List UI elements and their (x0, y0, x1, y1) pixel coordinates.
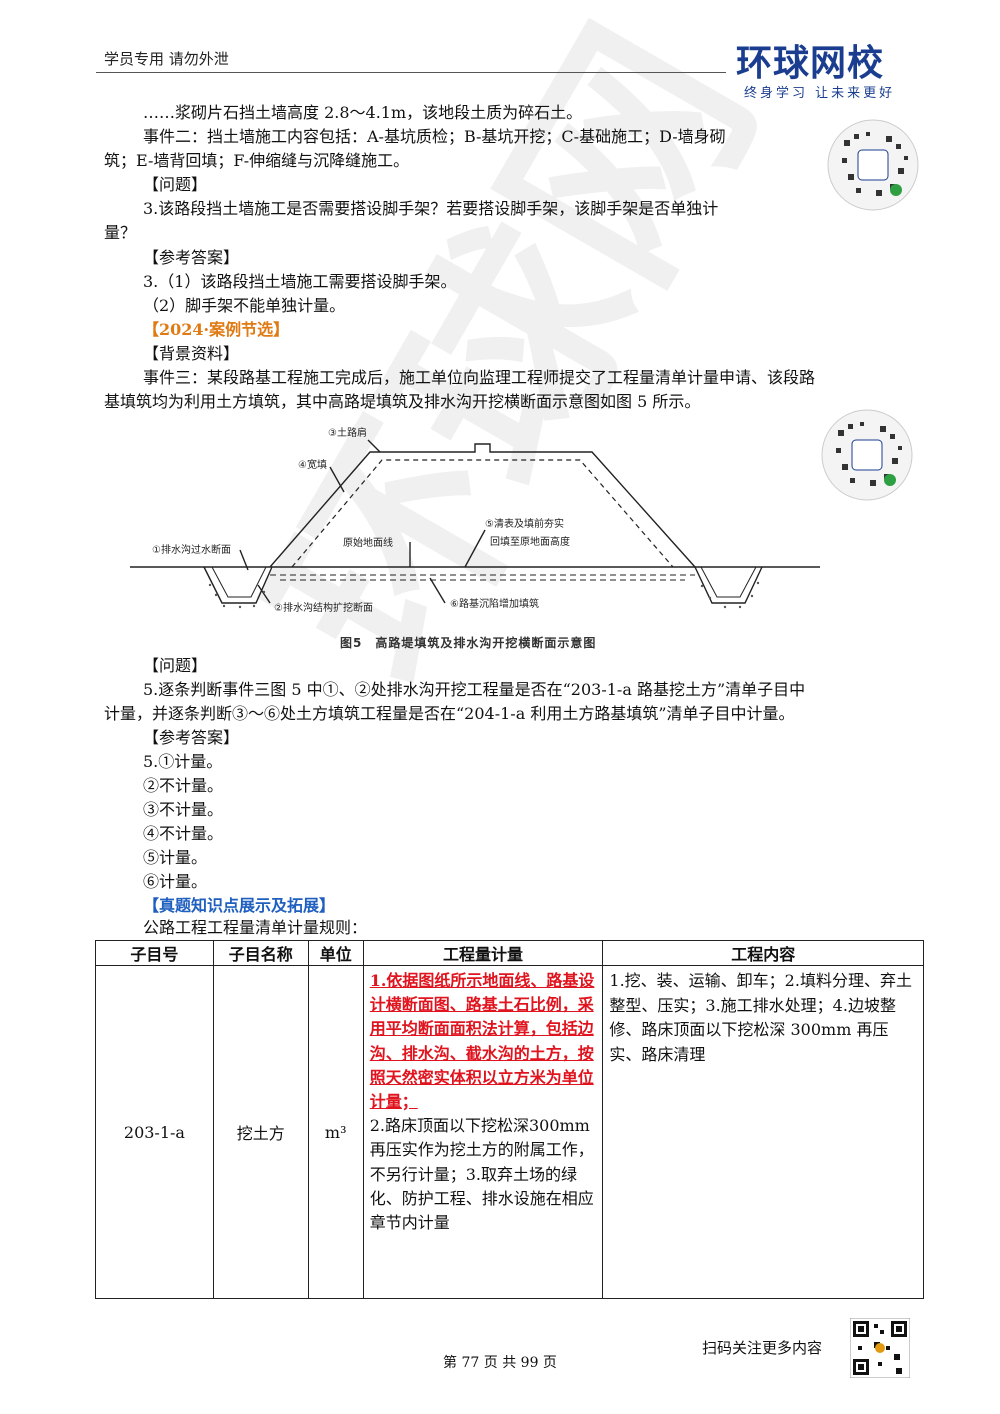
measurement-rules-table: 子目号 子目名称 单位 工程量计量 工程内容 203-1-a 挖土方 m³ 1.… (95, 940, 924, 1299)
qr-code-icon (827, 119, 919, 211)
question-heading: 【问题】 (143, 175, 208, 194)
scan-prompt: 扫码关注更多内容 (702, 1339, 823, 1357)
knowledge-heading: 【真题知识点展示及拓展】 (143, 896, 336, 915)
answer-line: ④不计量。 (143, 824, 224, 843)
body-line: 公路工程工程量清单计量规则： (143, 918, 368, 937)
design-line (291, 459, 674, 568)
body-line: （2）脚手架不能单独计量。 (143, 296, 346, 315)
figure-label: ④宽填 (298, 458, 327, 471)
body-line: 5.逐条判断事件三图 5 中①、②处排水沟开挖工程量是否在“203-1-a 路基… (143, 680, 806, 699)
section-tag-2024: 【2024·案例节选】 (143, 320, 290, 339)
cell-code: 203-1-a (95, 965, 214, 1299)
answer-line: ③不计量。 (143, 800, 224, 819)
answer-line: ⑤计量。 (143, 848, 208, 867)
question-heading: 【问题】 (143, 656, 208, 675)
cell-content: 1.挖、装、运输、卸车；2.填料分理、弃土整型、压实；3.施工排水处理；4.边坡… (602, 965, 924, 1299)
answer-heading: 【参考答案】 (143, 728, 240, 747)
answer-line: ②不计量。 (143, 776, 224, 795)
figure-label: ⑥路基沉陷增加填筑 (450, 597, 539, 610)
measurement-other-rules: 2.路床顶面以下挖松深300mm 再压实作为挖土方的附属工作，不另行计量；3.取… (369, 1116, 594, 1233)
table-header: 工程量计量 (362, 940, 604, 966)
body-line: 量？ (104, 223, 137, 242)
figure-label: ③土路肩 (328, 426, 367, 439)
body-line: ……浆砌片石挡土墙高度 2.8～4.1m，该地段土质为碎石土。 (143, 103, 583, 122)
body-line: 3.（1）该路段挡土墙施工需要搭设脚手架。 (143, 272, 457, 291)
answer-heading: 【参考答案】 (143, 248, 240, 267)
table-row: 203-1-a 挖土方 m³ 1.依据图纸所示地面线、路基设计横断面图、路基土石… (95, 965, 924, 1299)
figure-caption: 图5 高路堤填筑及排水沟开挖横断面示意图 (340, 636, 597, 650)
header-confidential-text: 学员专用 请勿外泄 (104, 50, 229, 68)
brand-logo: 环球网校 (736, 43, 885, 84)
brand-slogan: 终身学习 让未来更好 (744, 86, 896, 101)
body-line: 基填筑均为利用土方填筑，其中高路堤填筑及排水沟开挖横断面示意图如图 5 所示。 (104, 392, 701, 411)
footer-qr-code-icon (850, 1318, 910, 1378)
body-line: 筑；E-墙背回填；F-伸缩缝与沉降缝施工。 (104, 151, 410, 170)
cell-measurement: 1.依据图纸所示地面线、路基设计横断面图、路基土石比例，采用平均断面面积法计算，… (362, 965, 604, 1299)
cell-name: 挖土方 (212, 965, 309, 1299)
figure-label: ⑤清表及填前夯实 (485, 517, 564, 530)
table-header: 工程内容 (602, 940, 924, 966)
right-ditch (694, 566, 763, 604)
body-line: 3.该路段挡土墙施工是否需要搭设脚手架？若要搭设脚手架，该脚手架是否单独计 (143, 199, 719, 218)
table-header: 子目号 (95, 940, 214, 966)
left-ditch (203, 566, 273, 604)
figure-label: ②排水沟结构扩挖断面 (274, 601, 373, 614)
table-header: 单位 (307, 940, 364, 966)
answer-line: 5.①计量。 (143, 752, 223, 771)
figure-label: 原始地面线 (343, 536, 393, 549)
figure-label: 回填至原地面高度 (490, 535, 570, 548)
cell-unit: m³ (307, 965, 364, 1299)
body-line: 事件三：某段路基工程施工完成后，施工单位向监理工程师提交了工程量清单计量申请、该… (143, 368, 816, 387)
header-divider (96, 72, 726, 73)
body-line: 计量，并逐条判断③～⑥处土方填筑工程量是否在“204-1-a 利用土方路基填筑”… (104, 704, 795, 723)
background-heading: 【背景资料】 (143, 344, 240, 363)
table-header: 子目名称 (212, 940, 309, 966)
body-line: 事件二：挡土墙施工内容包括：A-基坑质检；B-基坑开挖；C-基础施工；D-墙身砌 (143, 127, 726, 146)
page-number: 第 77 页 共 99 页 (443, 1355, 557, 1371)
measurement-key-rule: 1.依据图纸所示地面线、路基设计横断面图、路基土石比例，采用平均断面面积法计算，… (369, 971, 595, 1112)
answer-line: ⑥计量。 (143, 872, 208, 891)
figure-label: ①排水沟过水断面 (152, 543, 231, 556)
cross-section-figure: ③土路肩 ④宽填 ①排水沟过水断面 原始地面线 ⑤清表及填前夯实 回填至原地面高… (130, 426, 820, 614)
qr-code-icon (821, 409, 913, 501)
embankment-outline (269, 443, 696, 568)
